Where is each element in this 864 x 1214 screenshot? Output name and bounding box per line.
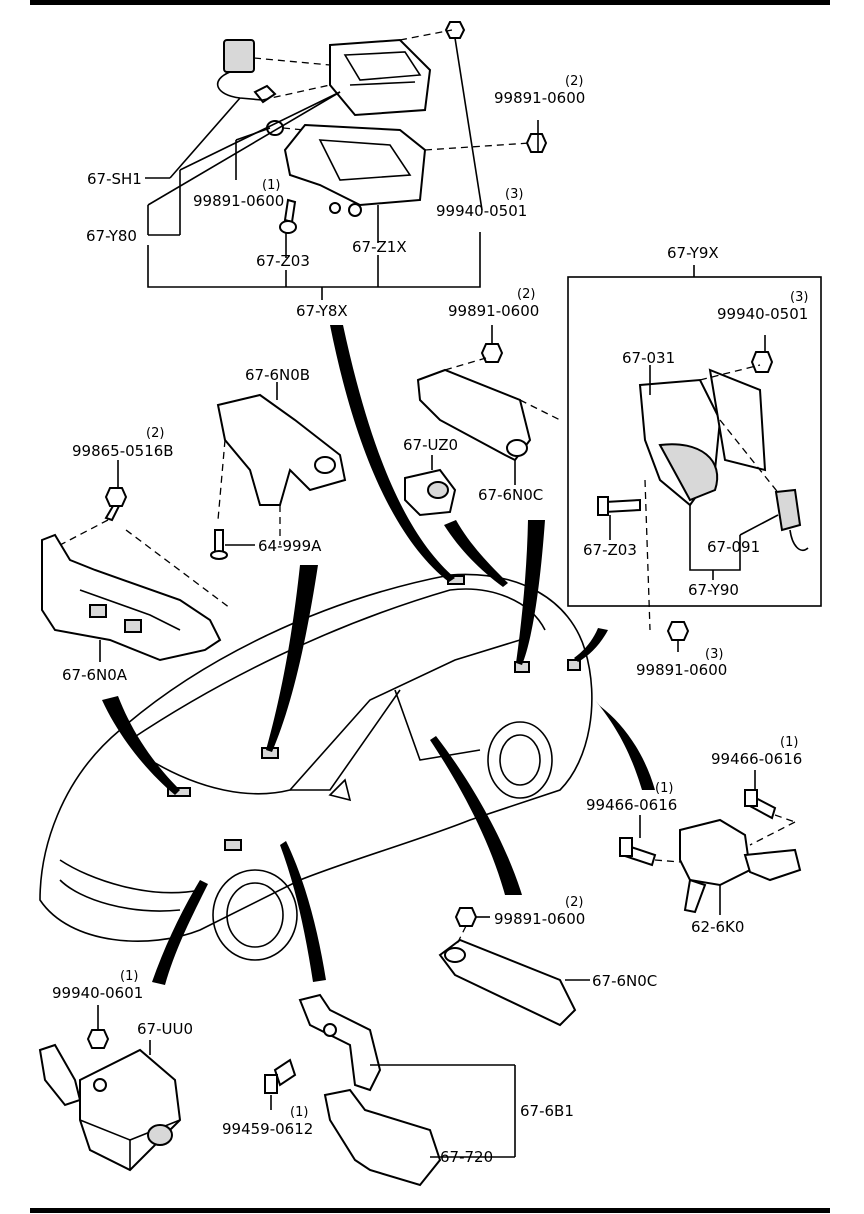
label-67-6n0c-b: 67-6N0C <box>592 972 657 990</box>
label-62-6k0: 62-6K0 <box>691 918 744 936</box>
top-border <box>30 0 830 5</box>
unit-67-6b1 <box>264 993 516 1187</box>
module-62-6k0 <box>619 770 802 915</box>
antenna-67-6n0b <box>210 382 347 560</box>
label-99940-a: 99940-0501 <box>436 202 527 220</box>
label-67-6n0a: 67-6N0A <box>62 666 128 684</box>
bolt-99865 <box>59 460 231 609</box>
label-99891-c: 99891-0600 <box>448 302 539 320</box>
label-67-uu0: 67-UU0 <box>137 1020 193 1038</box>
label-67-720: 67-720 <box>440 1148 493 1166</box>
qty-99940-c: (1) <box>120 969 138 984</box>
qty-99940-a: (3) <box>505 187 523 202</box>
label-67-z03-b: 67-Z03 <box>583 541 637 559</box>
label-67-sh1: 67-SH1 <box>87 170 142 188</box>
label-99891-a: 99891-0600 <box>193 192 284 210</box>
label-67-z03-a: 67-Z03 <box>256 252 310 270</box>
antenna-67-6n0c-lower <box>438 907 590 1027</box>
qty-99940-b: (3) <box>790 290 808 305</box>
label-67-uz0: 67-UZ0 <box>403 436 458 454</box>
part-labels: 67-SH1 67-Y80 (1) 99891-0600 (2) 99891-0… <box>52 74 808 1166</box>
qty-99466-b: (1) <box>655 781 673 796</box>
qty-99891-c: (2) <box>517 287 535 302</box>
bracket-67-6n0a <box>41 533 222 662</box>
label-99940-b: 99940-0501 <box>717 305 808 323</box>
label-99891-d: 99891-0600 <box>636 661 727 679</box>
nut-99891-d <box>666 621 690 641</box>
label-64-999a: 64-999A <box>258 537 322 555</box>
sensor-67-uz0 <box>404 455 457 517</box>
module-assembly-67-y8x <box>145 21 548 300</box>
label-67-y8x: 67-Y8X <box>296 302 348 320</box>
label-99466-b: 99466-0616 <box>586 796 677 814</box>
qty-99459: (1) <box>290 1105 308 1120</box>
label-67-y90: 67-Y90 <box>688 581 739 599</box>
label-67-y9x: 67-Y9X <box>667 244 719 262</box>
qty-99466-a: (1) <box>780 735 798 750</box>
label-99891-b: 99891-0600 <box>494 89 585 107</box>
label-67-6n0c-a: 67-6N0C <box>478 486 543 504</box>
module-67-uu0 <box>38 1005 182 1172</box>
label-99459: 99459-0612 <box>222 1120 313 1138</box>
qty-99891-e: (2) <box>565 895 583 910</box>
antenna-67-6n0c-upper <box>416 325 561 485</box>
label-67-031: 67-031 <box>622 349 675 367</box>
label-67-091: 67-091 <box>707 538 760 556</box>
module-assembly-67-y9x <box>567 265 822 631</box>
label-99466-a: 99466-0616 <box>711 750 802 768</box>
label-67-y80: 67-Y80 <box>86 227 137 245</box>
callout-wedges <box>102 325 655 985</box>
label-67-z1x: 67-Z1X <box>352 238 407 256</box>
label-67-6b1: 67-6B1 <box>520 1102 574 1120</box>
qty-99891-d: (3) <box>705 647 723 662</box>
label-99891-e: 99891-0600 <box>494 910 585 928</box>
label-99940-c: 99940-0601 <box>52 984 143 1002</box>
label-67-6n0b: 67-6N0B <box>245 366 310 384</box>
label-99865: 99865-0516B <box>72 442 174 460</box>
bottom-border <box>30 1208 830 1213</box>
qty-99865: (2) <box>146 426 164 441</box>
qty-99891-b: (2) <box>565 74 583 89</box>
qty-99891-a: (1) <box>262 178 280 193</box>
